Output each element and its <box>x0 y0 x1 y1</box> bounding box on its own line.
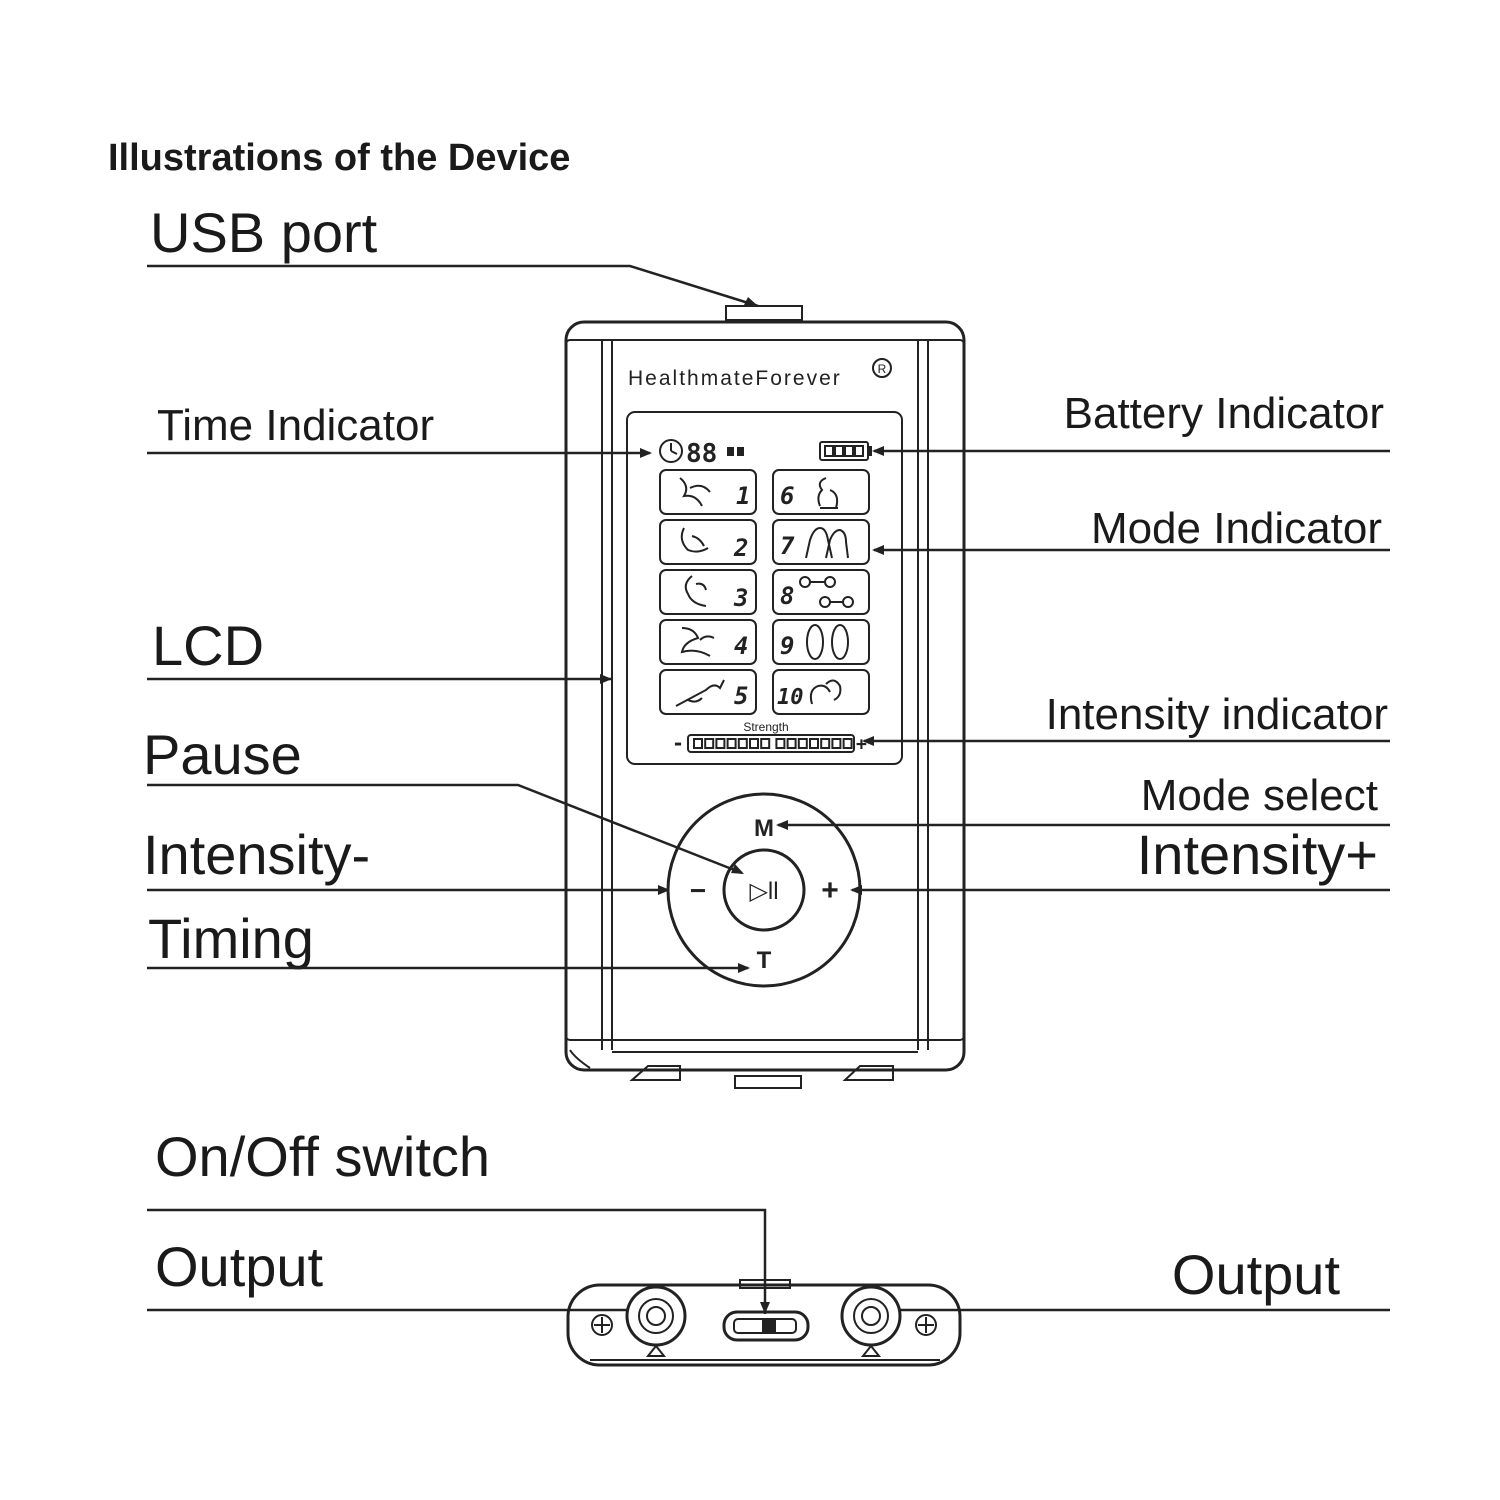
mode-number: 3 <box>733 584 748 612</box>
time-digits: 88 <box>686 439 717 469</box>
output-jack-icon[interactable] <box>840 1285 902 1357</box>
label-intensity-plus: Intensity+ <box>1137 823 1378 886</box>
timer-button[interactable]: T <box>757 947 772 974</box>
output-jack-icon[interactable] <box>625 1285 687 1357</box>
mode-box-4: 4 <box>659 619 757 665</box>
leader-lines <box>147 264 1390 1314</box>
strength-segment <box>786 738 797 749</box>
mode-number: 9 <box>780 632 794 660</box>
label-output-left: Output <box>155 1235 324 1298</box>
label-time-indicator: Time Indicator <box>157 401 434 450</box>
screw-icon <box>591 1314 613 1336</box>
strength-segment <box>760 738 771 749</box>
strength-bar <box>687 734 855 753</box>
registered-mark-icon <box>872 358 892 378</box>
mode-number: 6 <box>780 482 794 510</box>
strength-segment <box>715 738 726 749</box>
label-timing: Timing <box>148 907 314 970</box>
mode-button[interactable]: M <box>754 815 774 842</box>
strength-segment <box>726 738 737 749</box>
intensity-plus-button[interactable]: + <box>821 874 839 907</box>
strength-segment <box>797 738 808 749</box>
label-intensity-indicator: Intensity indicator <box>1046 690 1388 739</box>
screw-icon <box>915 1314 937 1336</box>
registered-mark: R <box>878 362 887 376</box>
strength-segment <box>820 738 831 749</box>
strength-plus: + <box>856 734 867 755</box>
mode-box-5: 5 <box>659 669 757 715</box>
mode-number: 5 <box>734 682 748 710</box>
label-output-right: Output <box>1172 1243 1341 1306</box>
page-title: Illustrations of the Device <box>108 137 570 179</box>
mode-box-3: 3 <box>659 569 757 615</box>
mode-box-10: 10 <box>772 669 870 715</box>
mode-number: 1 <box>736 482 750 510</box>
mode-box-7: 7 <box>772 519 870 565</box>
mode-box-1: 1 <box>659 469 757 515</box>
mode-number: 7 <box>780 532 795 560</box>
strength-segment <box>693 738 703 749</box>
mode-number: 8 <box>780 582 794 610</box>
mode-number: 4 <box>734 632 748 660</box>
mode-number: 10 <box>777 685 804 710</box>
strength-segment <box>842 738 853 749</box>
strength-minus: - <box>672 731 684 755</box>
play-pause-icon[interactable]: ▷ll <box>749 878 778 905</box>
brand-name: HealthmateForever <box>628 367 842 390</box>
label-usb-port: USB port <box>150 201 378 264</box>
strength-label: Strength <box>743 720 788 734</box>
arrowheads <box>600 297 884 1314</box>
label-mode-indicator: Mode Indicator <box>1091 504 1382 553</box>
mode-box-6: 6 <box>772 469 870 515</box>
label-pause: Pause <box>143 723 302 786</box>
label-on-off-switch: On/Off switch <box>155 1125 490 1188</box>
mode-number: 2 <box>733 534 748 562</box>
strength-segment <box>737 738 748 749</box>
battery-icon <box>819 441 872 461</box>
strength-segment <box>775 738 786 749</box>
slide-switch-icon[interactable] <box>722 1310 810 1342</box>
label-intensity-minus: Intensity- <box>143 823 370 886</box>
device-body <box>564 305 966 1089</box>
label-lcd: LCD <box>152 614 264 677</box>
label-battery-indicator: Battery Indicator <box>1064 389 1384 438</box>
mode-box-9: 9 <box>772 619 870 665</box>
strength-segment <box>704 738 715 749</box>
intensity-minus-button[interactable]: − <box>690 875 706 906</box>
clock-icon <box>659 439 683 463</box>
lcd-screen: 88 1 2 3 4 <box>626 411 903 765</box>
label-mode-select: Mode select <box>1141 771 1378 820</box>
mode-box-8: 8 <box>772 569 870 615</box>
strength-segment <box>809 738 819 749</box>
time-segment <box>737 447 744 456</box>
strength-segment <box>831 738 842 749</box>
time-segment <box>727 447 734 456</box>
strength-segment <box>749 738 759 749</box>
mode-box-2: 2 <box>659 519 757 565</box>
